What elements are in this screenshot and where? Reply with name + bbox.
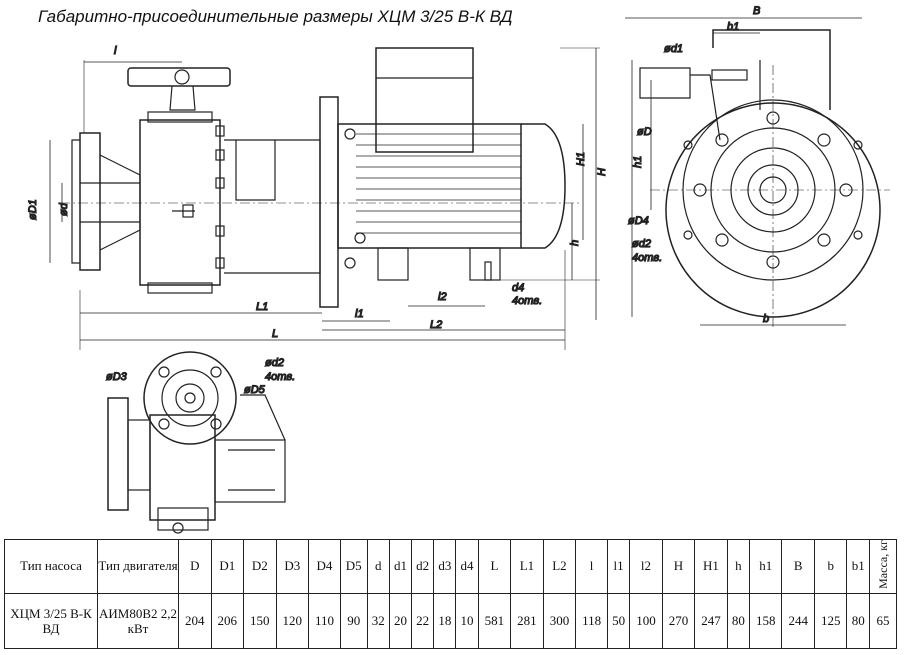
table-cell: 110 xyxy=(308,592,341,649)
mass-header-text: Масса, кг xyxy=(875,540,890,589)
dim-label-d1: ød1 xyxy=(664,43,683,55)
dim-label-d4-holes: 4отв. xyxy=(512,295,542,307)
header-cell: l1 xyxy=(606,539,631,594)
header-cell: Тип насоса xyxy=(4,539,98,594)
table-cell: 206 xyxy=(210,592,245,649)
dim-label-d: ød xyxy=(58,202,70,216)
table-cell: 80 xyxy=(726,592,750,649)
header-cell-mass: Масса, кг xyxy=(869,539,897,594)
dim-label-l: l xyxy=(114,45,117,57)
header-cell: l2 xyxy=(629,539,663,594)
header-cell: D4 xyxy=(308,539,341,594)
dim-label-d2-holes: 4отв. xyxy=(632,252,662,264)
pump-end-view xyxy=(625,17,890,330)
table-cell: 65 xyxy=(869,592,897,649)
header-cell: h xyxy=(726,539,750,594)
dim-label-h1: h1 xyxy=(632,156,644,168)
header-cell: h1 xyxy=(748,539,783,594)
dim-label-L: L xyxy=(272,328,278,340)
header-cell: L1 xyxy=(510,539,544,594)
dim-label-D3: øD3 xyxy=(106,371,128,383)
table-cell: 90 xyxy=(339,592,368,649)
header-cell: Тип двигателя xyxy=(97,539,179,594)
table-cell: 247 xyxy=(694,592,728,649)
table-cell: 244 xyxy=(781,592,815,649)
header-cell: d4 xyxy=(455,539,479,594)
table-cell: 22 xyxy=(411,592,435,649)
header-cell: H xyxy=(661,539,696,594)
header-cell: H1 xyxy=(694,539,728,594)
table-cell: 118 xyxy=(575,592,608,649)
dim-label-L2: L2 xyxy=(430,319,442,331)
dim-label-d2: ød2 xyxy=(632,238,651,250)
table-cell: 204 xyxy=(178,592,212,649)
dim-label-H1: H1 xyxy=(575,152,587,166)
drawing-title: Габаритно-присоединительные размеры ХЦМ … xyxy=(38,7,513,26)
dim-label-B: B xyxy=(753,5,760,17)
table-cell: 125 xyxy=(813,592,848,649)
table-cell: 100 xyxy=(629,592,663,649)
table-cell: АИМ80В2 2,2 кВт xyxy=(97,592,179,649)
header-cell: D5 xyxy=(339,539,368,594)
header-cell: L xyxy=(477,539,512,594)
table-cell: 581 xyxy=(477,592,512,649)
table-cell: 50 xyxy=(606,592,631,649)
header-cell: b xyxy=(813,539,848,594)
table-cell: ХЦМ 3/25 В-К ВД xyxy=(4,592,98,649)
dim-label-l1: l1 xyxy=(355,308,364,320)
dim-label-D1: øD1 xyxy=(27,199,39,220)
dim-label-D: øD xyxy=(637,126,652,138)
dim-label-L1: L1 xyxy=(256,301,268,313)
table-header-row: Тип насоса Тип двигателя D D1 D2 D3 D4 D… xyxy=(4,539,897,594)
table-cell: 158 xyxy=(748,592,783,649)
table-cell: 20 xyxy=(388,592,413,649)
table-cell: 32 xyxy=(366,592,390,649)
pump-bottom-view xyxy=(107,351,286,534)
header-cell: D3 xyxy=(275,539,310,594)
table-cell: 120 xyxy=(275,592,310,649)
header-cell: d1 xyxy=(388,539,413,594)
header-cell: d3 xyxy=(433,539,457,594)
header-cell: D1 xyxy=(210,539,245,594)
table-cell: 10 xyxy=(455,592,479,649)
dim-label-d4: d4 xyxy=(512,282,524,294)
table-cell: 281 xyxy=(510,592,544,649)
dim-label-h: h xyxy=(569,240,581,246)
dim-label-d2-bottom-holes: 4отв. xyxy=(265,371,295,383)
table-row: ХЦМ 3/25 В-К ВД АИМ80В2 2,2 кВт 204 206 … xyxy=(4,592,897,649)
table-cell: 18 xyxy=(433,592,457,649)
dim-label-D5: øD5 xyxy=(244,384,266,396)
dim-label-d2-bottom: ød2 xyxy=(265,357,284,369)
pump-side-view xyxy=(49,47,600,350)
header-cell: B xyxy=(781,539,815,594)
dim-label-H: H xyxy=(596,168,608,176)
header-cell: D xyxy=(178,539,212,594)
dim-label-b: b xyxy=(763,313,769,325)
header-cell: L2 xyxy=(542,539,577,594)
dim-label-D4: øD4 xyxy=(628,215,649,227)
table-cell: 300 xyxy=(542,592,577,649)
table-cell: 150 xyxy=(243,592,277,649)
table-cell: 270 xyxy=(661,592,696,649)
header-cell: d xyxy=(366,539,390,594)
header-cell: b1 xyxy=(846,539,870,594)
header-cell: l xyxy=(575,539,608,594)
header-cell: d2 xyxy=(411,539,435,594)
dimensions-table: Тип насоса Тип двигателя D D1 D2 D3 D4 D… xyxy=(4,539,897,649)
header-cell: D2 xyxy=(243,539,277,594)
casing-bolts xyxy=(215,125,225,269)
dim-label-b1: b1 xyxy=(727,21,739,33)
technical-drawing: l øD1 ød L1 L l1 l2 L2 d4 4отв. H1 H h B… xyxy=(26,4,890,534)
table-cell: 80 xyxy=(846,592,870,649)
dim-label-l2: l2 xyxy=(438,291,447,303)
